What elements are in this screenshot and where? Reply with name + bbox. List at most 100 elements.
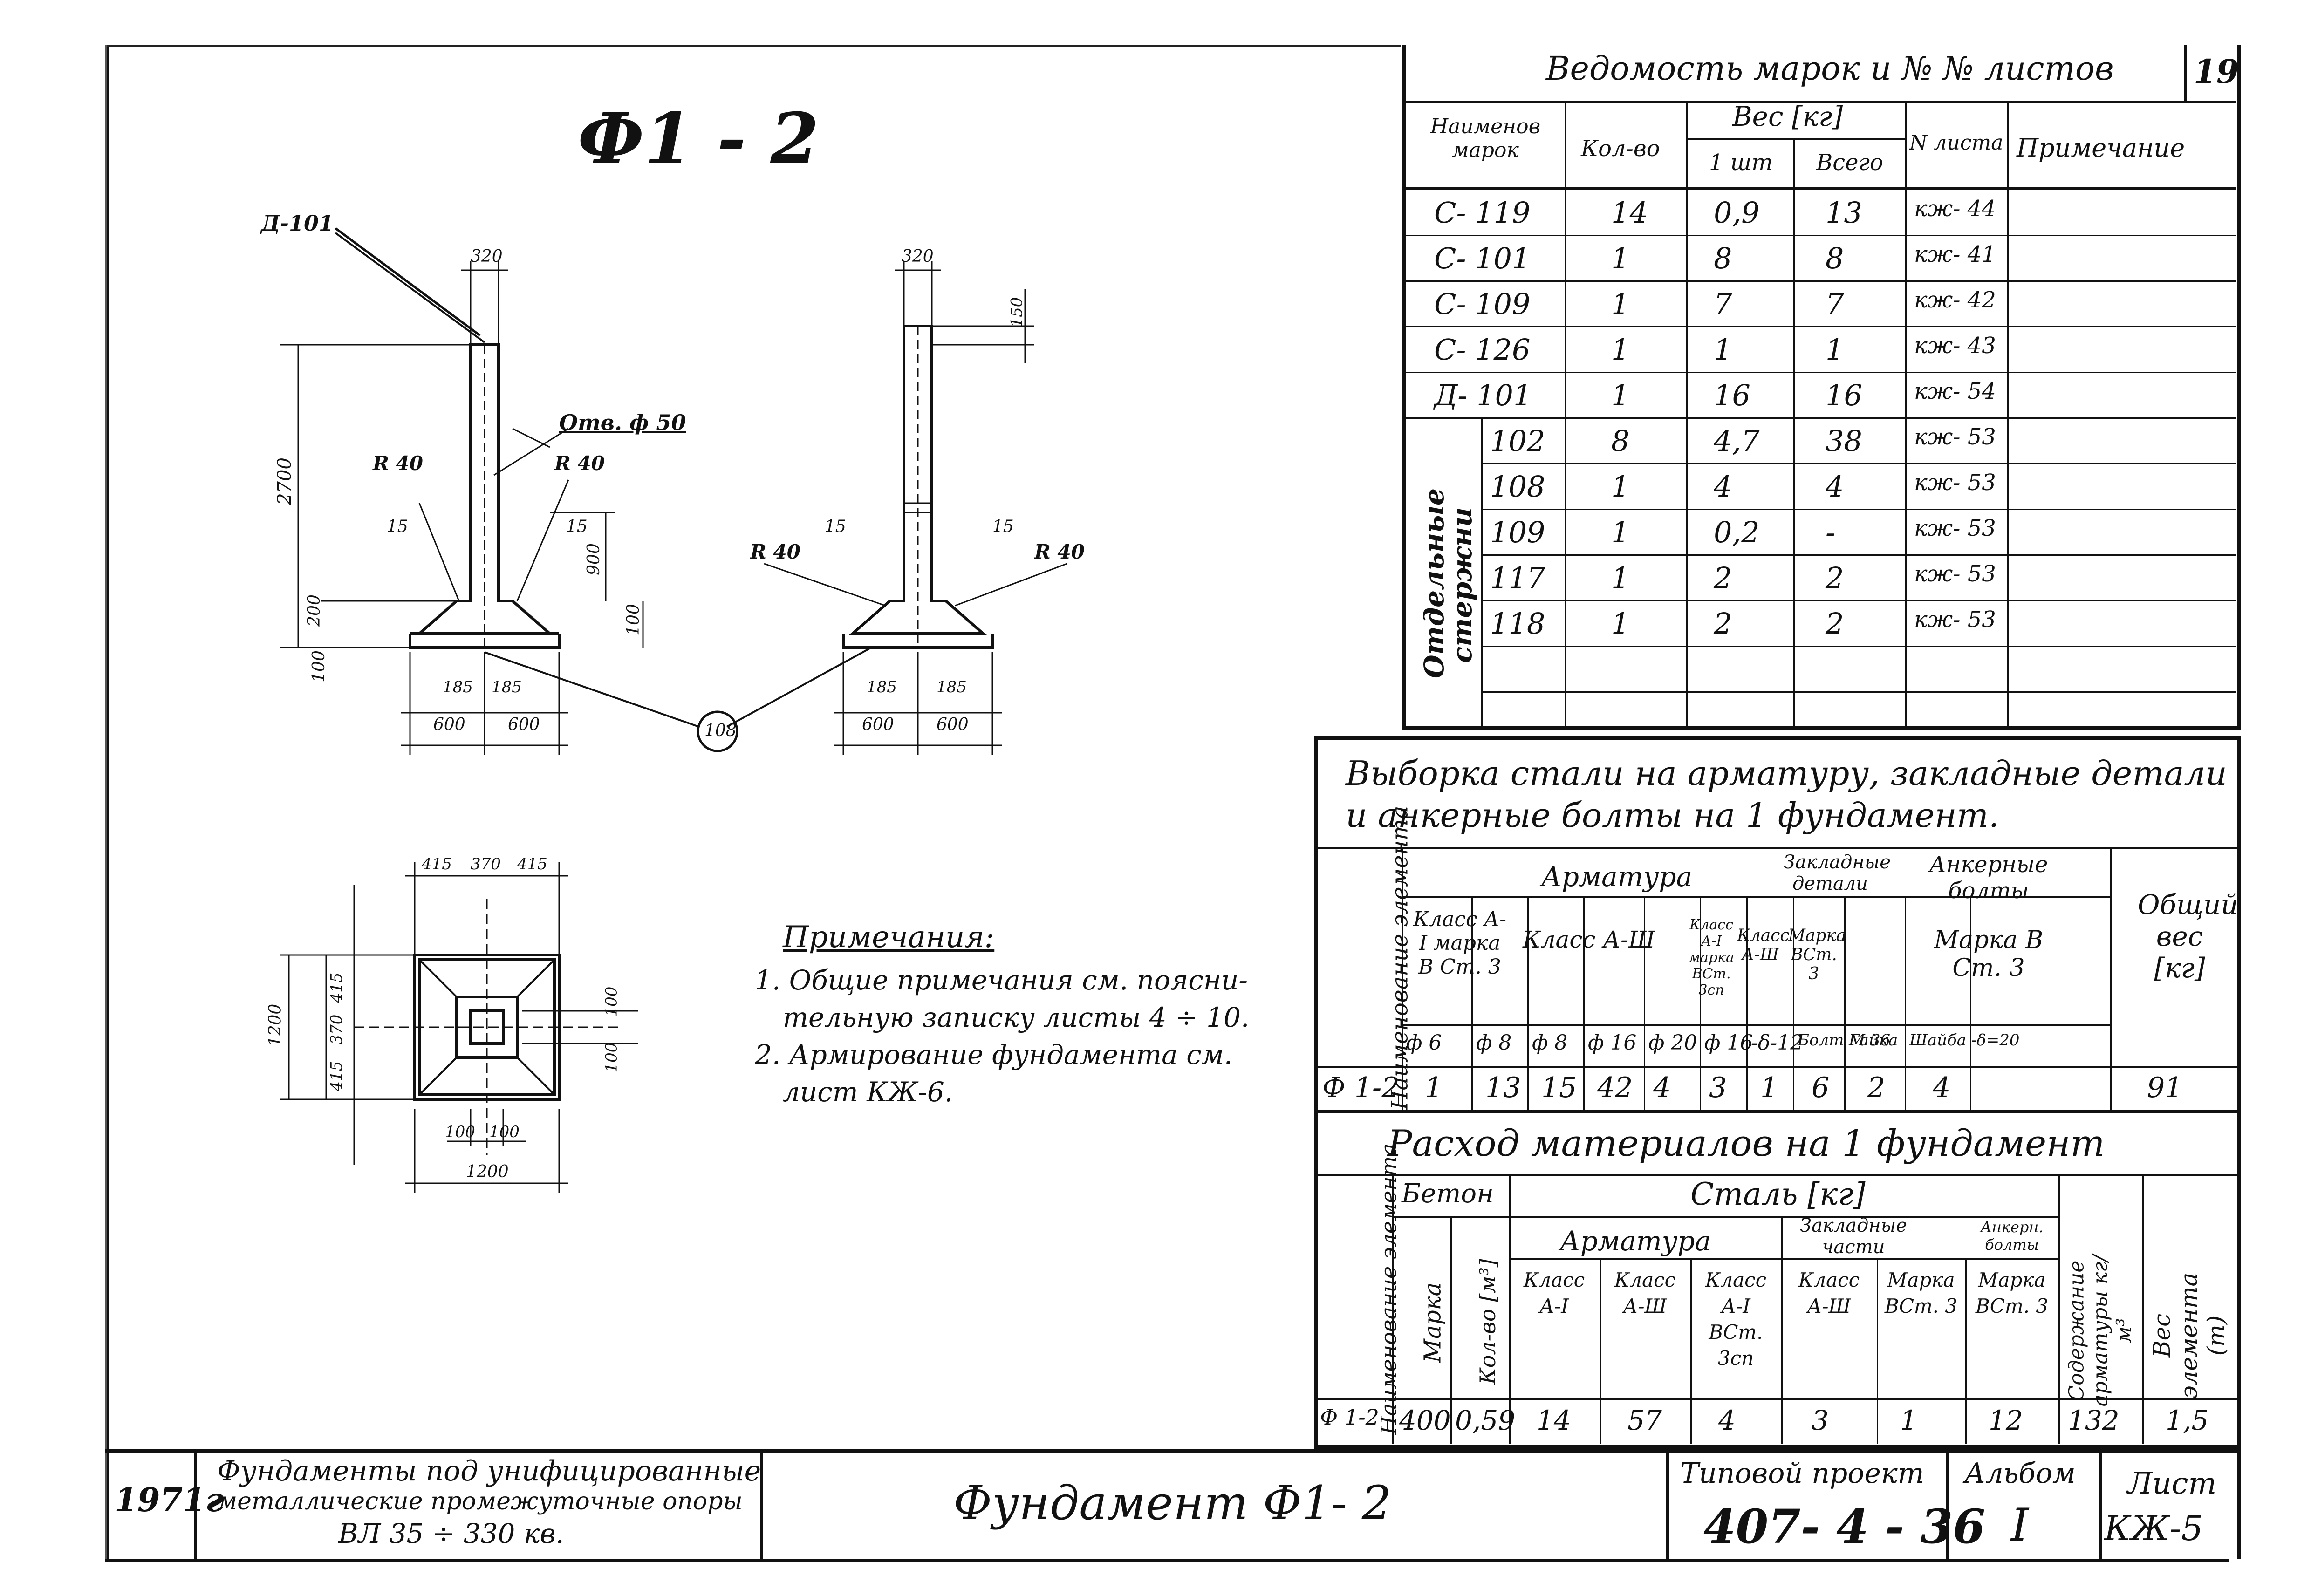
- mat-row-value: 1,5: [2166, 1405, 2209, 1436]
- sheet-group-row-cell: -: [1826, 515, 1835, 549]
- mat-h-anchor: Анкерн. болты: [1980, 1218, 2044, 1254]
- note-line-2: тельную записку листы 4 ÷ 10.: [783, 1002, 1250, 1033]
- drawing-frame: [105, 45, 2229, 1562]
- mat-row-value: 400: [1399, 1405, 1451, 1436]
- steel-sub-header: ф 16: [1588, 1031, 1637, 1055]
- mat-row-value: 132: [2068, 1405, 2120, 1436]
- dim-15-d: 15: [992, 517, 1014, 536]
- dim-600-b: 600: [508, 715, 540, 734]
- sheet-group-row-cell: 4: [1826, 470, 1844, 504]
- steel-row-value: 6: [1812, 1071, 1830, 1104]
- mat-class-header: Класс А-I ВСт. 3сп: [1705, 1269, 1767, 1370]
- dim-2700: 2700: [273, 457, 295, 505]
- sheet-row-cell: кж- 43: [1914, 333, 1996, 359]
- sheet-row-cell: 14: [1611, 196, 1648, 230]
- tb-name: Фундамент Ф1- 2: [953, 1476, 1392, 1530]
- mat-row-value: 1: [1900, 1405, 1917, 1436]
- dim-900: 900: [584, 543, 603, 575]
- mat-class-header: Класс А-Ш: [1614, 1269, 1676, 1317]
- dim-600-a: 600: [433, 715, 465, 734]
- radius-label-4: R 40: [1034, 540, 1085, 563]
- steel-h-element: Наименование элемента: [1387, 805, 1413, 1110]
- steel-sub-header: ф 8: [1532, 1031, 1568, 1055]
- sheet-group-row-cell: 2: [1826, 561, 1844, 595]
- mat-row-value: 3: [1812, 1405, 1829, 1436]
- mat-row-value: 14: [1537, 1405, 1571, 1436]
- mat-row-value: 0,59: [1455, 1405, 1516, 1436]
- sheet-group-row-cell: 0,2: [1714, 515, 1760, 549]
- sheet-row-cell: кж- 41: [1914, 241, 1996, 267]
- sheet-group-row-mark: 108: [1490, 470, 1545, 504]
- sheet-row-mark: С- 119: [1434, 196, 1531, 230]
- sheet-index-h-wall: Всего: [1816, 150, 1883, 176]
- mat-class-header: Марка ВСт. 3: [1975, 1269, 2049, 1317]
- dim-15-b: 15: [566, 517, 588, 536]
- note-line-1: 1. Общие примечания см. поясни-: [755, 964, 1248, 996]
- sheet-row-cell: кж- 54: [1914, 378, 1996, 404]
- tb-desc-3: ВЛ 35 ÷ 330 кв.: [338, 1518, 564, 1549]
- sheet-row-cell: 1: [1611, 241, 1630, 275]
- sheet-row-cell: 1: [1611, 287, 1630, 321]
- tb-album-label: Альбом: [1964, 1457, 2076, 1490]
- mat-h-content: Содержание арматуры кг/м³: [2065, 1255, 2136, 1407]
- dim-15-c: 15: [825, 517, 846, 536]
- sheet-row-mark: Д- 101: [1434, 378, 1532, 412]
- steel-h-a1: Класс А-I марка В Ст. 3: [1413, 907, 1506, 979]
- dim-185-b: 185: [492, 678, 522, 696]
- plan-dim-415-d: 415: [327, 1061, 346, 1091]
- dim-100-a: 100: [309, 650, 328, 682]
- mat-row-value: 57: [1627, 1405, 1662, 1436]
- sheet-number: 19: [2194, 52, 2239, 91]
- steel-row-value: 2: [1867, 1071, 1886, 1104]
- mat-row-value: 12: [1989, 1405, 2023, 1436]
- plan-dim-1200-h: 1200: [466, 1162, 509, 1181]
- sheet-group-row-mark: 109: [1490, 515, 1545, 549]
- dim-15-a: 15: [387, 517, 408, 536]
- sheet-group-row-cell: 1: [1611, 515, 1630, 549]
- callout-bubble-108: 108: [704, 721, 737, 740]
- mat-h-mark: Марка: [1419, 1282, 1446, 1363]
- note-line-4: лист КЖ-6.: [783, 1076, 953, 1108]
- sheet-row-cell: 16: [1714, 378, 1750, 412]
- steel-title-1: Выборка стали на арматуру, закладные дет…: [1346, 754, 2227, 793]
- dim-320-b: 320: [902, 247, 934, 266]
- steel-sub-header: Шайба -δ=20: [1909, 1031, 2020, 1050]
- sheet-group-row-mark: 118: [1490, 607, 1545, 641]
- sheet-row-cell: кж- 42: [1914, 287, 1996, 313]
- sheet-row-cell: кж- 44: [1914, 196, 1996, 222]
- radius-label-3: R 40: [750, 540, 800, 563]
- steel-h-anchor: Анкерные болты: [1929, 852, 2048, 904]
- steel-h-e-a3: Класс А-Ш: [1737, 926, 1790, 964]
- steel-h-e-mark: Марка ВСт. 3: [1788, 926, 1846, 983]
- sheet-row-mark: С- 109: [1434, 287, 1531, 321]
- steel-selection-table: Выборка стали на арматуру, закладные дет…: [1314, 736, 2241, 1113]
- hole-label: Отв. ф 50: [559, 410, 686, 435]
- dim-185-c: 185: [867, 678, 897, 696]
- mat-h-arm: Арматура: [1560, 1225, 1711, 1257]
- materials-table: Расход материалов на 1 фундамент Наимено…: [1314, 1113, 2241, 1449]
- mat-row-element: Ф 1-2: [1320, 1405, 1379, 1430]
- steel-sub-header: ф 6: [1406, 1031, 1442, 1055]
- plan-dim-415-a: 415: [422, 855, 452, 873]
- drawing-title: Ф1 - 2: [578, 98, 819, 180]
- title-block: 1971г Фундаменты под унифицированные мет…: [105, 1449, 2241, 1562]
- steel-sub-header: ф 20: [1648, 1031, 1697, 1055]
- sheet-row-mark: С- 126: [1434, 333, 1531, 367]
- sheet-index-h-w1: 1 шт: [1709, 150, 1773, 176]
- steel-row-value: 3: [1709, 1071, 1727, 1104]
- dim-600-d: 600: [937, 715, 969, 734]
- steel-row-value: 15: [1541, 1071, 1577, 1104]
- dim-185-d: 185: [937, 678, 967, 696]
- dim-320-a: 320: [471, 247, 503, 266]
- sheet-group-row-cell: кж- 53: [1914, 424, 1996, 450]
- sheet-row-mark: С- 101: [1434, 241, 1531, 275]
- sheet-group-row-cell: 1: [1611, 607, 1630, 641]
- sheet-group-row-mark: 117: [1490, 561, 1545, 595]
- steel-sub-header: -δ-12: [1751, 1031, 1804, 1055]
- sheet-row-cell: 8: [1826, 241, 1844, 275]
- sheet-group-row-cell: кж- 53: [1914, 470, 1996, 496]
- plan-dim-100-b: 100: [602, 1042, 621, 1073]
- sheet-index-h-qty: Кол-во: [1581, 136, 1660, 162]
- sheet-index-title: Ведомость марок и № № листов: [1546, 49, 2114, 88]
- mat-h-steel: Сталь [кг]: [1690, 1176, 1866, 1212]
